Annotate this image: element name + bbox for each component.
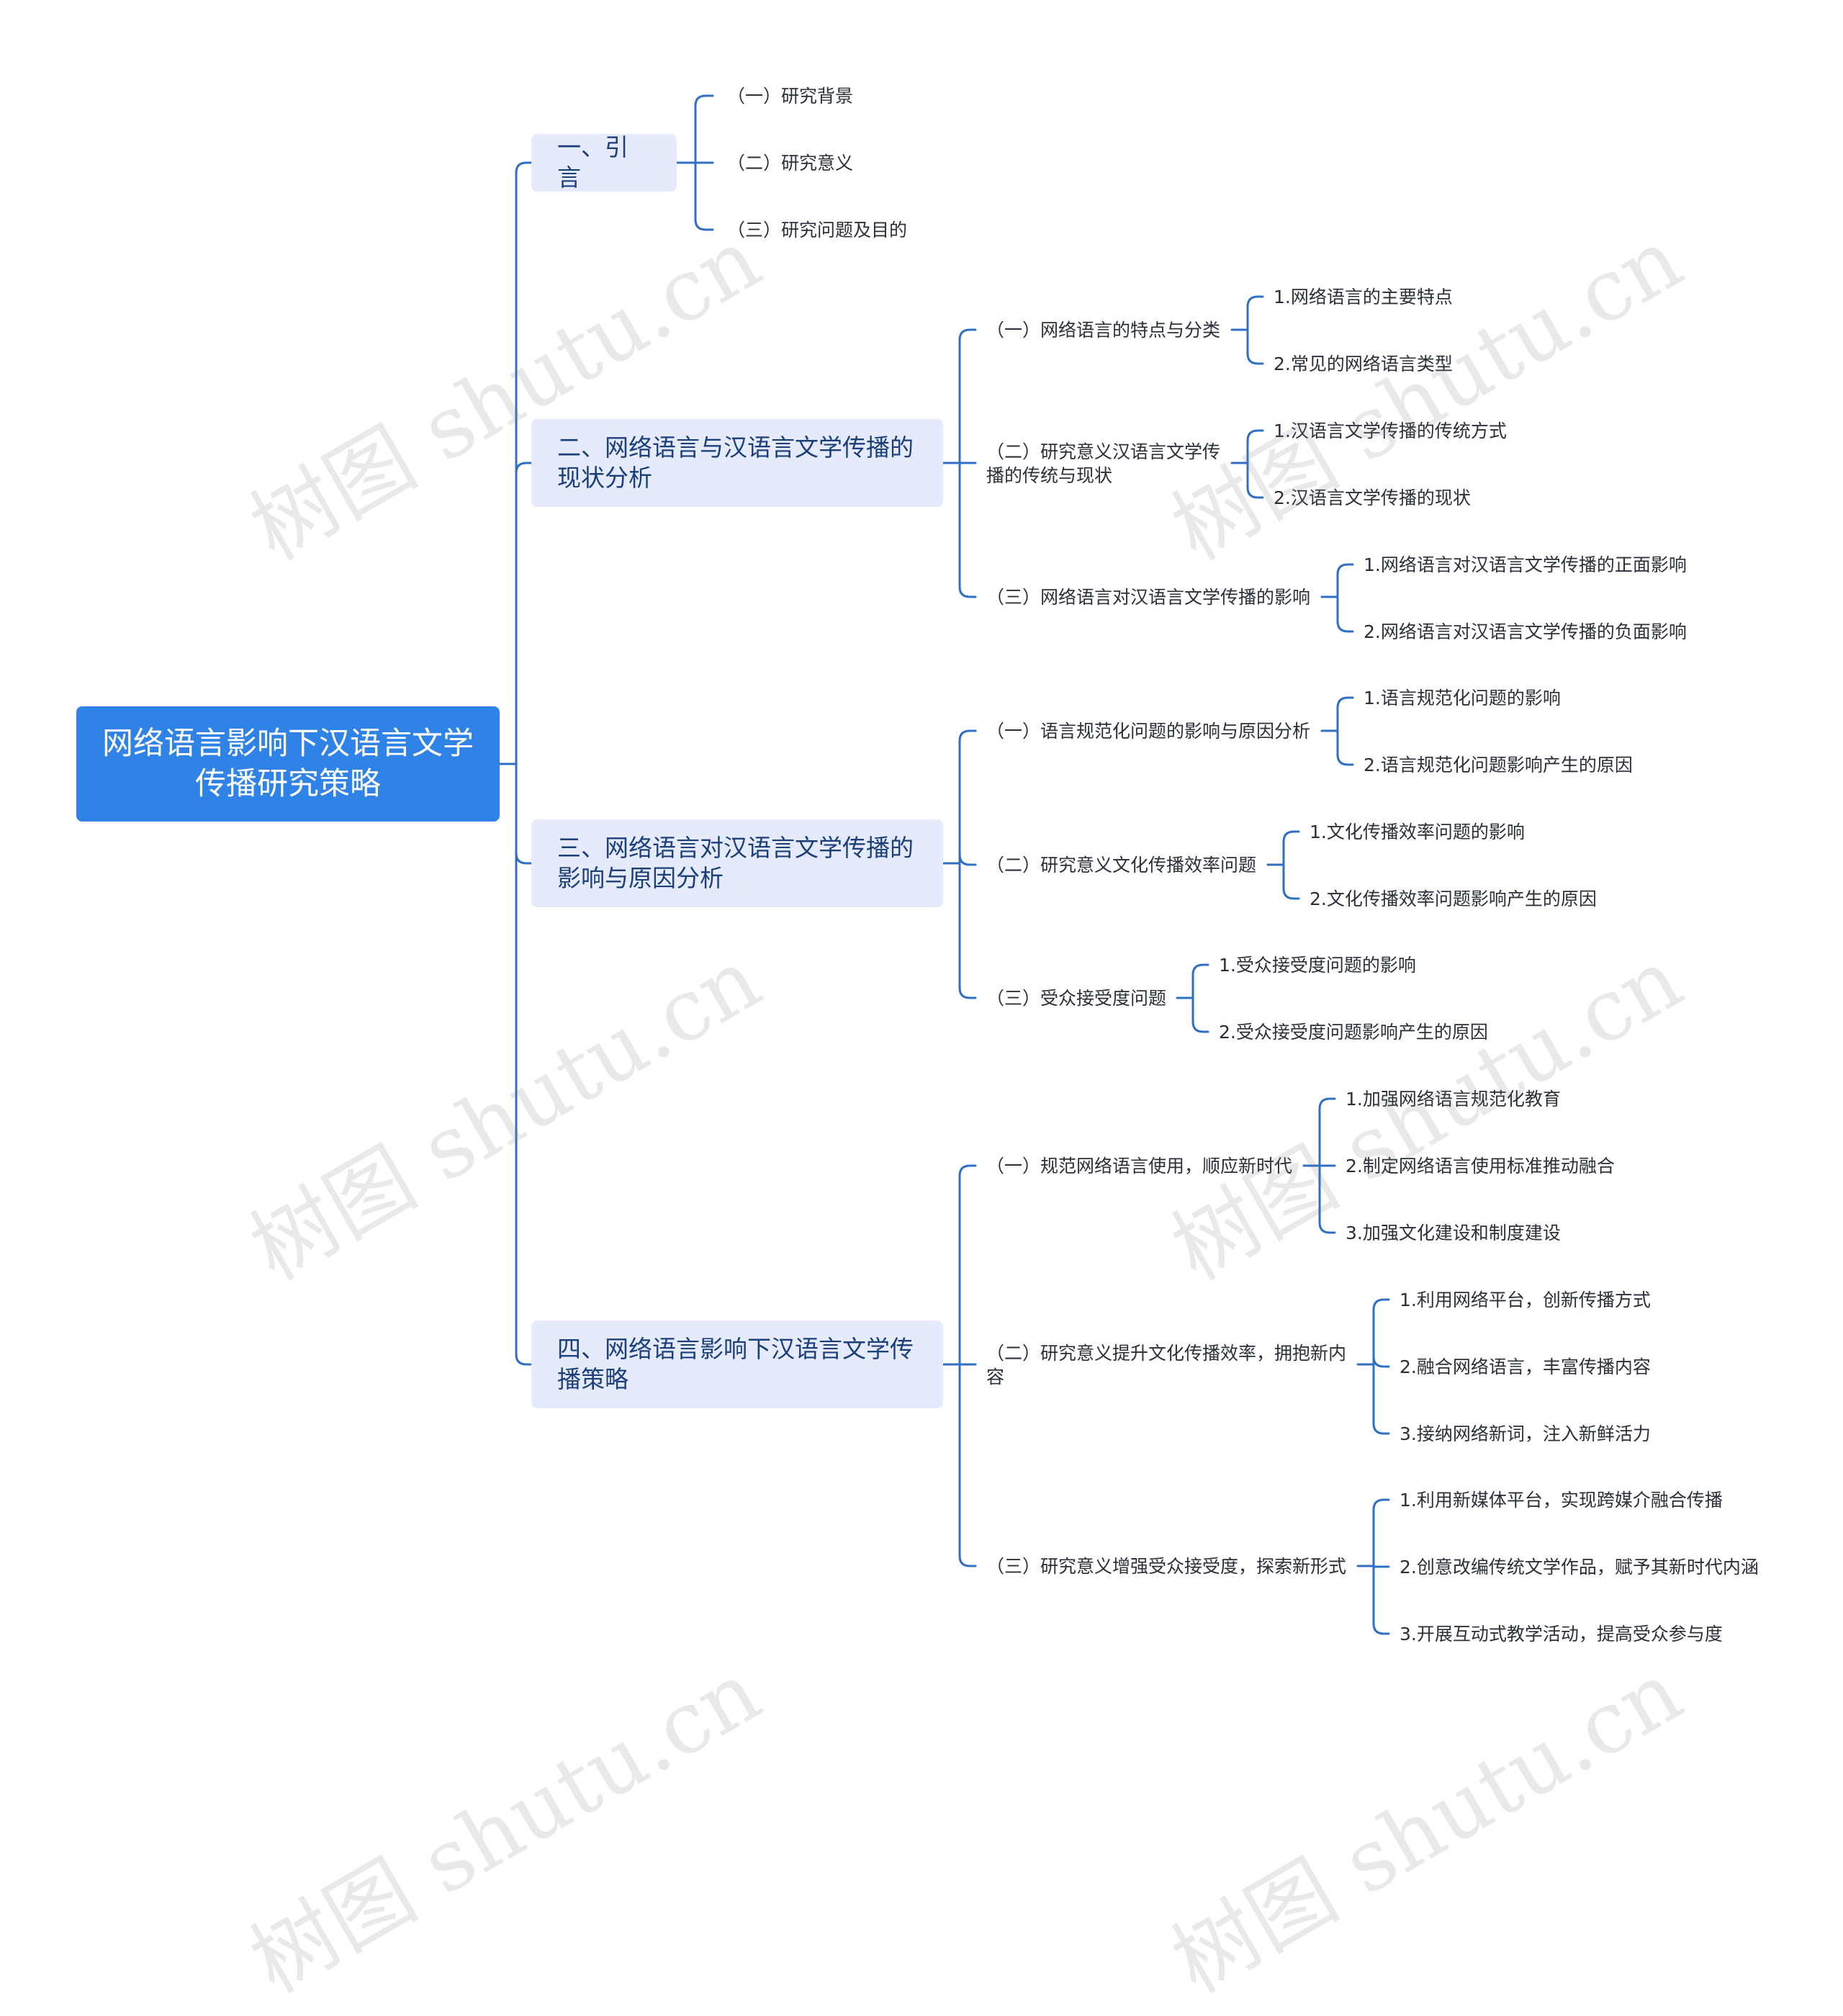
connector-line: [958, 585, 977, 598]
connector-line: [1372, 1422, 1390, 1435]
connector-line: [1336, 563, 1354, 576]
connector-line: [515, 462, 533, 474]
connector-line: [958, 328, 977, 341]
subtopic[interactable]: （一）语言规范化问题的影响与原因分析: [986, 721, 1311, 742]
connector-line: [1246, 486, 1264, 499]
connector-line: [1282, 830, 1300, 843]
leaf-topic[interactable]: 3.开展互动式教学活动，提高受众参与度: [1400, 1624, 1723, 1644]
connector-line: [1191, 963, 1209, 976]
connector-line: [1372, 1355, 1390, 1368]
subtopic[interactable]: （三）受众接受度问题: [986, 988, 1167, 1009]
subtopic[interactable]: （二）研究意义汉语言文学传播的传统与现状: [986, 441, 1221, 486]
leaf-topic[interactable]: 2.创意改编传统文学作品，赋予其新时代内涵: [1400, 1557, 1759, 1578]
connector-line: [1318, 1221, 1336, 1234]
section-label: 二、网络语言与汉语言文学传播的现状分析: [557, 433, 914, 492]
subtopic[interactable]: （一）规范网络语言使用，顺应新时代: [986, 1156, 1293, 1176]
leaf-topic[interactable]: 2.制定网络语言使用标准推动融合: [1346, 1156, 1615, 1176]
connector-line: [958, 1554, 977, 1567]
connector-line: [1191, 1020, 1209, 1033]
connector-line: [1372, 1498, 1390, 1511]
leaf-topic[interactable]: 1.汉语言文学传播的传统方式: [1274, 420, 1507, 441]
subtopic[interactable]: （三）网络语言对汉语言文学传播的影响: [986, 587, 1311, 608]
connector-line: [1246, 352, 1264, 365]
section-current-status[interactable]: 二、网络语言与汉语言文学传播的现状分析: [531, 419, 943, 507]
connector-line: [1318, 1097, 1336, 1110]
section-strategies[interactable]: 四、网络语言影响下汉语言文学传播策略: [531, 1320, 943, 1408]
connector-line: [958, 853, 977, 866]
section-label: 一、引言: [557, 133, 628, 192]
section-label: 三、网络语言对汉语言文学传播的影响与原因分析: [557, 834, 914, 892]
connector-line: [1336, 696, 1354, 709]
leaf-topic[interactable]: 1.受众接受度问题的影响: [1219, 955, 1416, 976]
connector-line: [1372, 1298, 1390, 1311]
connector-line: [958, 986, 977, 999]
section-label: 四、网络语言影响下汉语言文学传播策略: [557, 1335, 914, 1393]
connector-lines: [498, 94, 1390, 1635]
connector-line: [1282, 887, 1300, 900]
subtopic[interactable]: （一）网络语言的特点与分类: [986, 320, 1221, 341]
connector-line: [1372, 1622, 1390, 1635]
leaf-topic[interactable]: 2.网络语言对汉语言文学传播的负面影响: [1364, 621, 1687, 642]
leaf-topic[interactable]: 2.汉语言文学传播的现状: [1274, 487, 1471, 508]
leaf-topic[interactable]: 1.网络语言对汉语言文学传播的正面影响: [1364, 554, 1687, 575]
connector-line: [694, 218, 714, 231]
subtopic[interactable]: （二）研究意义文化传播效率问题: [986, 855, 1257, 876]
leaf-topic[interactable]: 2.融合网络语言，丰富传播内容: [1400, 1356, 1651, 1377]
connector-line: [958, 1164, 977, 1177]
subtopic[interactable]: （三）研究问题及目的: [727, 220, 908, 240]
subtopic[interactable]: （三）研究意义增强受众接受度，探索新形式: [986, 1556, 1347, 1577]
connector-line: [515, 852, 533, 865]
subtopic[interactable]: （二）研究意义提升文化传播效率，拥抱新内容: [986, 1343, 1347, 1387]
leaf-topic[interactable]: 2.文化传播效率问题影响产生的原因: [1310, 888, 1597, 909]
connector-line: [958, 729, 977, 742]
section-introduction[interactable]: 一、引言: [531, 133, 677, 192]
connector-line: [1246, 429, 1264, 442]
connector-line: [515, 161, 533, 174]
root-topic[interactable]: 网络语言影响下汉语言文学传播研究策略: [76, 706, 500, 822]
leaf-topic[interactable]: 1.加强网络语言规范化教育: [1346, 1089, 1561, 1110]
leaf-topic[interactable]: 1.利用新媒体平台，实现跨媒介融合传播: [1400, 1490, 1723, 1511]
section-impact-analysis[interactable]: 三、网络语言对汉语言文学传播的影响与原因分析: [531, 819, 943, 907]
root-topic-label: 网络语言影响下汉语言文学传播研究策略: [102, 726, 474, 802]
leaf-topic[interactable]: 1.语言规范化问题的影响: [1364, 688, 1561, 708]
subtopic[interactable]: （一）研究背景: [727, 86, 854, 107]
connector-line: [1336, 753, 1354, 766]
leaf-topic[interactable]: 2.常见的网络语言类型: [1274, 354, 1453, 374]
connector-line: [694, 94, 714, 107]
subtopic[interactable]: （二）研究意义: [727, 153, 854, 174]
connector-line: [1246, 295, 1264, 308]
leaf-topic[interactable]: 1.利用网络平台，创新传播方式: [1400, 1290, 1651, 1310]
connector-line: [515, 1353, 533, 1366]
leaf-topic[interactable]: 3.接纳网络新词，注入新鲜活力: [1400, 1423, 1651, 1444]
leaf-topic[interactable]: 2.语言规范化问题影响产生的原因: [1364, 755, 1633, 775]
leaf-topic[interactable]: 2.受众接受度问题影响产生的原因: [1219, 1022, 1488, 1043]
leaf-topic[interactable]: 1.网络语言的主要特点: [1274, 287, 1453, 307]
connector-line: [1336, 620, 1354, 633]
leaf-topic[interactable]: 3.加强文化建设和制度建设: [1346, 1223, 1561, 1243]
leaf-topic[interactable]: 1.文化传播效率问题的影响: [1310, 822, 1525, 842]
